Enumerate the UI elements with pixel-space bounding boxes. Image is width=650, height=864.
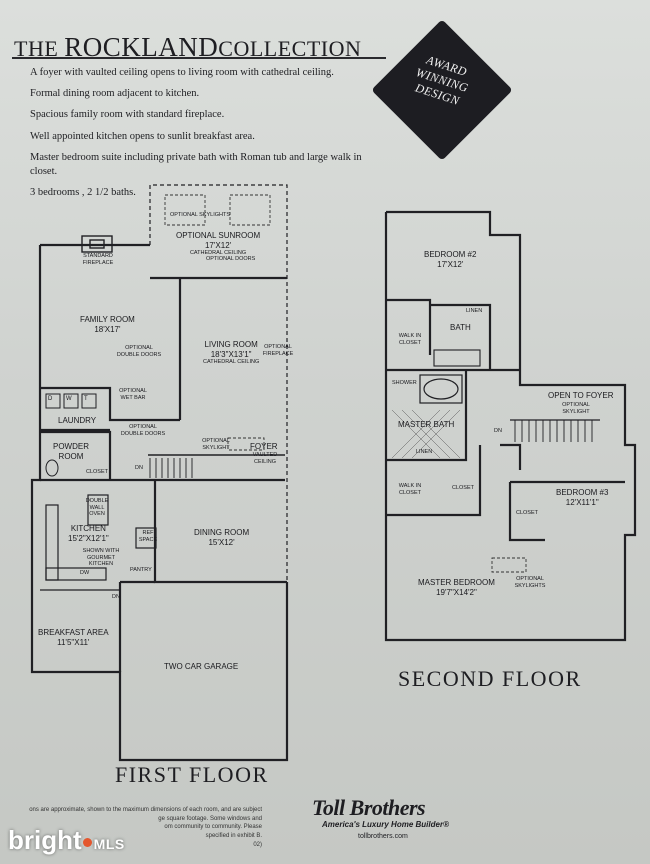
room-label: MASTER BEDROOM 19'7"X14'2"	[418, 578, 495, 597]
website-url: tollbrothers.com	[358, 833, 408, 840]
roman-tub	[419, 374, 463, 404]
room-label: KITCHEN 15'2"X12'1"	[68, 524, 109, 543]
room-label: LINEN	[416, 449, 433, 455]
room-label: LINEN	[466, 308, 483, 314]
room-label: DN	[112, 594, 120, 600]
second-floor-east-walls	[386, 210, 637, 560]
powder-room-walls	[40, 430, 112, 480]
room-label: D	[48, 396, 53, 402]
closets-south-wall	[386, 445, 482, 517]
room-label: WALK IN CLOSET	[398, 483, 422, 496]
room-label: VAULTED CEILING	[252, 452, 278, 465]
feature-item: Master bedroom suite including private b…	[30, 151, 362, 177]
feature-item: Formal dining room adjacent to kitchen.	[30, 88, 200, 100]
first-floor-stairs	[149, 458, 193, 478]
feature-item: 3 bedrooms , 2 1/2 baths.	[30, 187, 136, 199]
room-label: BREAKFAST AREA 11'5"X11'	[38, 628, 109, 647]
room-label: CLOSET	[452, 485, 475, 491]
room-label: DN	[494, 428, 502, 434]
room-label: SHOWER	[392, 380, 417, 386]
room-label: OPTIONAL SKYLIGHT	[562, 402, 590, 415]
room-label: OPTIONAL DOUBLE DOORS	[116, 345, 162, 358]
sunroom-outline	[149, 184, 288, 760]
room-label: CLOSET	[86, 469, 109, 475]
bedroom3-west-wall	[508, 482, 545, 542]
room-label: OPTIONAL SKYLIGHTS	[170, 212, 231, 218]
room-label: DN	[135, 465, 143, 471]
toilet	[45, 459, 59, 477]
room-label: PANTRY	[130, 567, 152, 573]
room-label: DW	[80, 570, 90, 576]
hall-walls	[500, 443, 522, 470]
room-label: SHOWN WITH GOURMET KITCHEN	[82, 548, 120, 568]
room-label: OPTIONAL SKYLIGHTS	[514, 576, 546, 589]
disclaimer-text: ons are approximate, shown to the maximu…	[29, 807, 262, 848]
room-label: LAUNDRY	[58, 416, 97, 425]
master-bath-walls	[386, 370, 468, 462]
feature-item: Spacious family room with standard firep…	[30, 109, 225, 121]
room-label: DINING ROOM 15'X12'	[194, 528, 250, 547]
room-label: OPTIONAL SUNROOM 17'X12' CATHEDRAL CEILI…	[176, 231, 261, 257]
skylight-outlines	[164, 194, 527, 573]
room-label: WALK IN CLOSET	[398, 333, 422, 346]
walk-in-closet-walls	[386, 298, 432, 355]
room-label: REF SPACE	[138, 530, 158, 543]
first-floor-west-wall	[30, 245, 289, 762]
feature-item: Well appointed kitchen opens to sunlit b…	[30, 130, 255, 142]
room-label: TWO CAR GARAGE	[164, 662, 239, 671]
first-floor-title: FIRST FLOOR	[115, 762, 269, 787]
mls-dot-icon	[82, 838, 92, 847]
master-bath-tile-pattern	[391, 409, 461, 459]
room-label: STANDARD FIREPLACE	[82, 253, 114, 266]
room-label: LIVING ROOM 18'3"X13'1" CATHEDRAL CEILIN…	[203, 340, 260, 366]
room-label: W	[66, 396, 72, 402]
room-label: BEDROOM #3 12'X11'1"	[556, 488, 609, 507]
second-floor-west-walls	[384, 212, 627, 642]
room-label: BEDROOM #2 17'X12'	[424, 250, 477, 269]
room-label: FOYER	[250, 442, 278, 451]
room-label: OPTIONAL FIREPLACE	[262, 344, 294, 357]
room-label: DOUBLE WALL OVEN	[85, 498, 109, 518]
standard-fireplace	[81, 235, 113, 253]
room-label: OPTIONAL SKYLIGHT	[202, 438, 230, 451]
room-label: T	[84, 396, 88, 402]
room-label: BATH	[450, 323, 471, 332]
tagline: America's Luxury Home Builder®	[322, 820, 449, 829]
bath-walls	[430, 303, 492, 370]
room-label: OPTIONAL DOUBLE DOORS	[120, 424, 166, 437]
laundry-north-wall	[40, 386, 180, 422]
room-label: OPEN TO FOYER	[548, 391, 614, 400]
kitchen-counters	[45, 494, 157, 581]
feature-item: A foyer with vaulted ceiling opens to li…	[30, 67, 334, 78]
second-floor-stairs	[510, 419, 600, 442]
room-label: OPTIONAL DOORS	[206, 256, 256, 262]
bathtub	[433, 349, 481, 367]
room-label: MASTER BATH	[398, 420, 455, 429]
toll-brothers-logo: Toll Brothers	[312, 795, 426, 820]
room-label: OPTIONAL WET BAR	[119, 388, 147, 401]
room-label: CLOSET	[516, 510, 539, 516]
feature-list: A foyer with vaulted ceiling opens to li…	[30, 66, 390, 207]
title-rule	[12, 57, 386, 59]
second-floor-title: SECOND FLOOR	[398, 666, 582, 691]
room-label: POWDER ROOM	[53, 442, 89, 461]
room-label: FAMILY ROOM 18'X17'	[80, 315, 135, 334]
laundry-appliances	[45, 393, 97, 409]
